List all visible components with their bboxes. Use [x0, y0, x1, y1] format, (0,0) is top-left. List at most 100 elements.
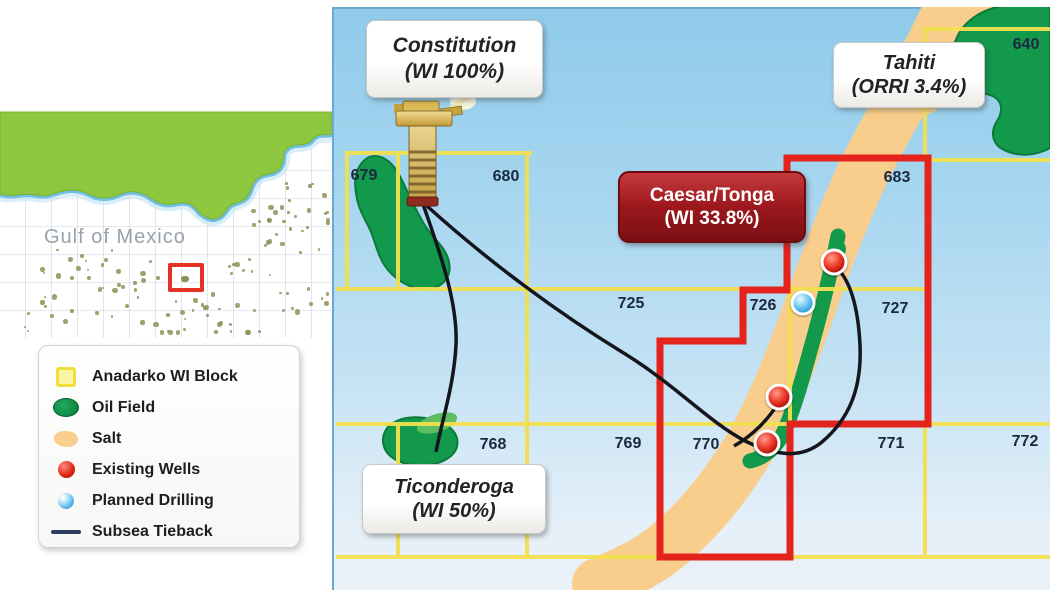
field-interest: (WI 33.8%) [664, 208, 760, 229]
oil-field-dot [26, 312, 30, 316]
oil-field-dot [156, 276, 161, 281]
oil-field-dot [322, 192, 327, 198]
oil-field-dot [203, 305, 208, 311]
field-name: Ticonderoga [394, 475, 514, 498]
oil-field-dot [97, 287, 103, 292]
existing-well-marker [820, 248, 848, 276]
oil-field-dot [120, 284, 126, 290]
oil-field-dot [124, 303, 129, 309]
field-interest: (ORRI 3.4%) [851, 76, 967, 98]
oil-field-dot [70, 276, 75, 281]
oil-field-dot [258, 219, 262, 223]
legend-item-label: Oil Field [92, 398, 156, 416]
oil-field-dot [279, 291, 282, 294]
oil-field-dot [51, 294, 58, 300]
block-label-770: 770 [692, 436, 720, 453]
oil-field-dot [63, 319, 68, 324]
oil-field-dot [179, 309, 185, 315]
oil-field-dot [117, 282, 121, 287]
oil-field-dot [286, 292, 290, 296]
oil-field-dot [167, 330, 173, 335]
field-name: Tahiti [882, 51, 936, 74]
ticonderoga-label: Ticonderoga (WI 50%) [362, 464, 546, 534]
oil-field-dot [251, 208, 257, 214]
oil-field-dot [140, 277, 146, 284]
block-label-683: 683 [883, 169, 911, 186]
field-name: Caesar/Tonga [649, 184, 775, 206]
oil-field-dot [287, 199, 291, 203]
oil-field-dot [306, 225, 310, 229]
oil-field-dot [206, 314, 209, 317]
oil-field-dot [234, 261, 240, 267]
oil-field-dot [317, 247, 321, 251]
oil-field-dot [70, 308, 74, 313]
legend-item-label: Existing Wells [92, 460, 201, 478]
oil-field-dot [49, 314, 55, 319]
oil-field-dot [291, 307, 294, 311]
oil-field-dot [175, 330, 181, 335]
legend-item-oil-field: Oil Field [51, 392, 299, 423]
oil-field-dot [201, 303, 205, 307]
block-label-640: 640 [1012, 36, 1040, 53]
legend-item-label: Subsea Tieback [92, 522, 213, 540]
oil-field-dot [241, 268, 245, 273]
oil-field-dot [56, 273, 62, 279]
oil-field-dot [140, 320, 145, 325]
oil-field-dot [43, 304, 47, 308]
block-label-771: 771 [877, 435, 905, 452]
oil-field-dot [26, 330, 30, 333]
legend-item-label: Salt [92, 429, 122, 447]
legend-item-existing-wells: Existing Wells [51, 454, 299, 485]
oil-field-dot [252, 223, 256, 227]
oil-field-dot [87, 276, 92, 281]
salt-swatch-icon [51, 430, 81, 447]
block-label-726: 726 [749, 297, 777, 314]
legend-item-planned-drilling: Planned Drilling [51, 485, 299, 516]
oil-field-dot [258, 329, 262, 333]
block-label-727: 727 [881, 300, 909, 317]
oil-field-dot [326, 210, 330, 215]
oil-field-dot [229, 272, 234, 276]
oil-field-dot [285, 182, 289, 186]
oil-field-dot [287, 211, 290, 214]
field-name: Constitution [392, 34, 517, 58]
existing-wells-swatch-icon [51, 461, 81, 478]
oil-field-dot [325, 292, 330, 297]
oil-field-dot [132, 281, 137, 286]
block-label-679: 679 [350, 167, 378, 184]
oil-field-dot [115, 268, 121, 274]
oil-field-dot [159, 330, 165, 335]
block-label-769: 769 [614, 435, 642, 452]
tahiti-label: Tahiti (ORRI 3.4%) [833, 42, 985, 108]
oil-field-dot [324, 301, 329, 307]
oil-field-dot [265, 240, 270, 245]
legend-item-wi-block: Anadarko WI Block [51, 361, 299, 392]
oil-field-dot [40, 300, 45, 305]
oil-field-dot [218, 308, 221, 311]
oil-field-dot [165, 313, 170, 317]
oil-field-dot [299, 251, 302, 255]
oil-field-dot [252, 308, 256, 312]
oil-field-dot [247, 257, 251, 262]
oil-field-dot [288, 227, 293, 231]
wi-block-swatch-icon [51, 366, 81, 387]
oil-field-dot [228, 264, 232, 268]
oil-field-dot [84, 259, 88, 263]
oil-field-dot [76, 265, 82, 271]
land-mass [0, 111, 332, 220]
caesar-tonga-label: Caesar/Tonga (WI 33.8%) [618, 171, 806, 243]
oil-field-dot [280, 205, 285, 210]
oil-field-dot [229, 330, 233, 333]
oil-field-dot [326, 217, 331, 223]
constitution-label: Constitution (WI 100%) [366, 20, 543, 98]
block-label-725: 725 [617, 295, 645, 312]
oil-field-dot [112, 287, 118, 293]
oil-field-dot [110, 249, 113, 252]
oil-field-dot [231, 262, 235, 266]
existing-well-marker [753, 429, 781, 457]
oil-field-dot [326, 220, 330, 225]
oil-field-dot [280, 241, 285, 247]
oil-field-dot [268, 205, 274, 211]
oil-field-dot [56, 248, 59, 252]
